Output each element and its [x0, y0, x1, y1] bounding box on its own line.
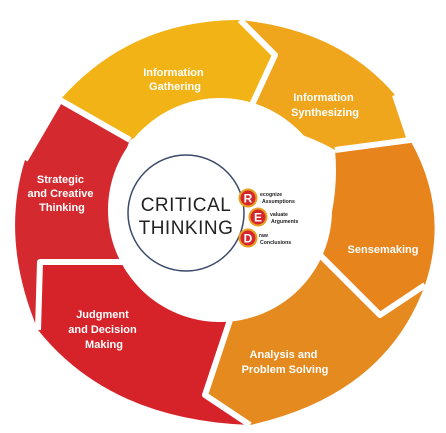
separator [237, 17, 278, 122]
separator [202, 289, 252, 428]
separator [334, 94, 413, 153]
label-strategic-creative-thinking: Strategic and Creative Thinking [27, 174, 96, 214]
separator [22, 97, 132, 162]
red-letter-r-circle [238, 188, 258, 208]
red-letter-r: R [244, 192, 253, 206]
red-letter-e-circle [248, 207, 268, 227]
separator [317, 252, 427, 318]
center-title-line2: THINKING [139, 218, 234, 239]
red-word-e-line2: Arguments [271, 219, 298, 225]
red-word-d-line2: Conclusions [260, 240, 291, 246]
segment-sensemaking [320, 140, 435, 315]
segment-labels: Information Gathering Information Synthe… [27, 67, 418, 376]
separator [35, 259, 130, 331]
red-word-r-line1: ecognize [260, 192, 282, 198]
red-word-e-line1: valuate [270, 212, 288, 218]
red-letter-d-circle [238, 228, 258, 248]
label-information-synthesizing: Information Synthesizing [291, 92, 359, 119]
red-model: R ecognize Assumptions E valuate Argumen… [238, 188, 298, 248]
red-word-d-line1: raw [259, 233, 269, 239]
center-title-line1: CRITICAL [141, 195, 232, 216]
red-letter-e: E [254, 211, 262, 225]
red-letter-d: D [244, 232, 253, 246]
center-circle [127, 154, 245, 272]
segment-strategic-creative-thinking [15, 100, 131, 330]
label-analysis-problem-solving: Analysis and Problem Solving [242, 349, 329, 376]
label-sensemaking: Sensemaking [348, 244, 419, 256]
label-information-gathering: Information Gathering [143, 67, 207, 93]
red-word-r-line2: Assumptions [262, 199, 295, 205]
label-judgment-decision-making: Judgment and Decision Making [68, 309, 140, 351]
